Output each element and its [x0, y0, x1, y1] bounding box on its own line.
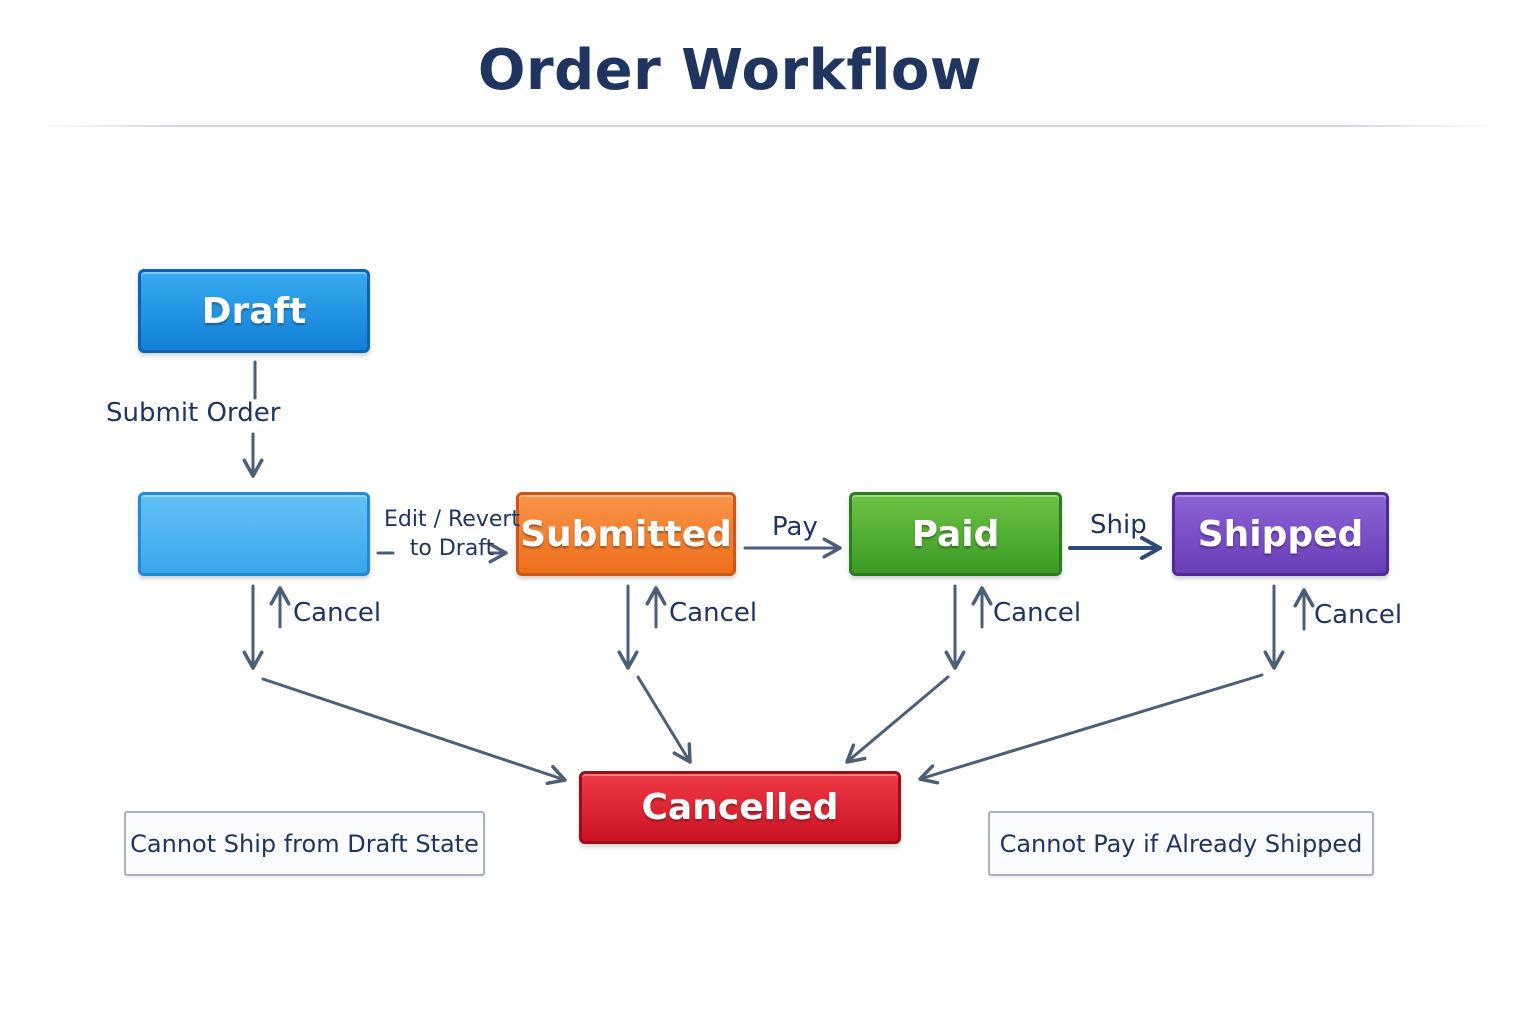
- label-cancel-blank: Cancel: [293, 598, 382, 628]
- label-cancel-shipped: Cancel: [1314, 600, 1403, 630]
- state-submitted: Submitted: [516, 492, 736, 576]
- page-title: Order Workflow: [477, 38, 983, 103]
- note-cannot-pay-if-shipped: Cannot Pay if Already Shipped: [988, 811, 1374, 876]
- state-shipped: Shipped: [1172, 492, 1389, 576]
- title-divider: [30, 125, 1500, 127]
- state-cancelled: Cancelled: [579, 771, 901, 844]
- arrow-to-cancelled-4: [918, 673, 1264, 785]
- label-submit-order: Submit Order: [106, 398, 281, 428]
- note-cannot-ship-from-draft: Cannot Ship from Draft State: [124, 811, 485, 876]
- label-cancel-paid: Cancel: [993, 598, 1082, 628]
- arrow-to-cancelled-2: [636, 675, 692, 764]
- label-edit-revert-line1: Edit / Revert: [384, 507, 521, 532]
- state-blank: [138, 492, 370, 576]
- arrow-to-cancelled-3: [845, 675, 950, 764]
- arrow-to-cancelled-1: [261, 677, 567, 786]
- label-ship: Ship: [1090, 510, 1147, 540]
- label-edit-revert: Edit / Revert to Draft: [384, 505, 520, 563]
- label-cancel-submitted: Cancel: [669, 598, 758, 628]
- label-edit-revert-line2: to Draft: [409, 536, 495, 561]
- label-pay: Pay: [772, 512, 818, 542]
- state-draft: Draft: [138, 269, 370, 353]
- state-paid: Paid: [849, 492, 1062, 576]
